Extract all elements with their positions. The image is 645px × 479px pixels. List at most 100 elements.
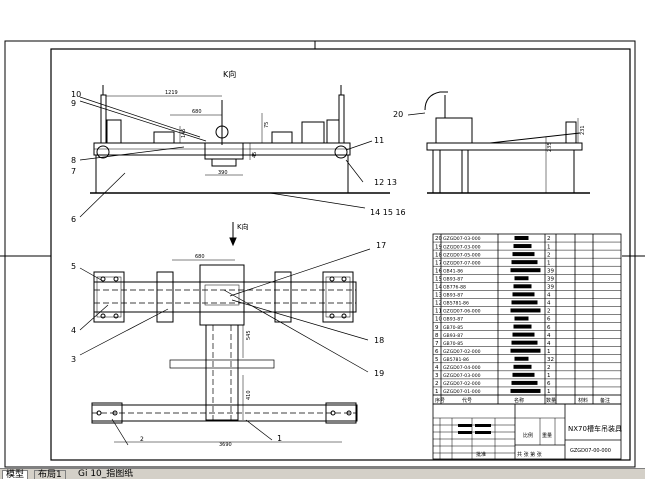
bom-cell-name-redacted — [510, 348, 541, 353]
paper-border — [4, 40, 636, 468]
bom-cell-qty: 4 — [547, 293, 551, 299]
dim-235: 235 — [547, 142, 553, 152]
view-label-k-plan: K向 — [237, 222, 249, 231]
bom-cell-qty: 4 — [547, 301, 551, 307]
bom-cell-qty: 32 — [547, 357, 554, 363]
balloon-5: 5 — [71, 262, 76, 271]
drawing-canvas[interactable]: 1219 680 145 75 45 390 231 235 680 3690 … — [0, 0, 645, 468]
dim-1219: 1219 — [165, 90, 178, 96]
bom-cell-qty: 6 — [547, 381, 551, 387]
balloon-8: 8 — [71, 156, 76, 165]
bom-cell-qty: 4 — [547, 333, 551, 339]
bom-header-material: 材料 — [578, 397, 588, 404]
bom-cell-no: 4 — [435, 365, 439, 371]
bom-cell-code: GB93-87 — [443, 276, 463, 282]
dim-75: 75 — [264, 122, 270, 128]
bom-cell-name-redacted — [512, 372, 535, 377]
dim-2: 2 — [140, 436, 144, 443]
bom-cell-qty: 2 — [547, 309, 551, 315]
bom-cell-no: 10 — [435, 317, 442, 323]
bom-cell-name-redacted — [511, 380, 538, 385]
bom-cell-code: GB41-86 — [443, 268, 463, 274]
bom-cell-code: GZGD07-03-000 — [443, 236, 481, 242]
bom-cell-qty: 2 — [547, 365, 551, 371]
bom-cell-name-redacted — [511, 340, 538, 345]
title-block-approve: 批准 — [476, 451, 486, 458]
bom-cell-name-redacted — [513, 284, 532, 289]
bom-cell-no: 5 — [435, 357, 439, 363]
dim-390: 390 — [218, 170, 228, 176]
bom-cell-name-redacted — [512, 292, 535, 297]
bom-cell-name-redacted — [512, 252, 535, 257]
bom-cell-qty: 1 — [547, 244, 551, 250]
front-view — [79, 85, 390, 218]
bom-cell-name-redacted — [513, 364, 532, 369]
bom-cell-no: 15 — [435, 276, 442, 282]
balloon-9: 9 — [71, 99, 76, 108]
bom-cell-qty: 2 — [547, 252, 551, 258]
bom-cell-no: 7 — [435, 341, 439, 347]
bom-header-no: 序号 — [435, 397, 445, 404]
balloon-18: 18 — [374, 336, 384, 345]
bom-cell-qty: 6 — [547, 325, 551, 331]
bom-cell-no: 6 — [435, 349, 439, 355]
bom-cell-no: 2 — [435, 381, 439, 387]
bom-cell-qty: 39 — [547, 268, 554, 274]
bom-cell-code: GB93-87 — [443, 333, 463, 339]
bom-cell-no: 9 — [435, 325, 439, 331]
bom-cell-qty: 2 — [547, 236, 551, 242]
tab-layout1[interactable]: 布局1 — [34, 470, 66, 479]
bom-cell-no: 16 — [435, 268, 442, 274]
view-label-k-top: K向 — [223, 69, 236, 79]
dim-231: 231 — [580, 125, 586, 135]
bom-cell-qty: 39 — [547, 285, 554, 291]
bom-cell-code: GZGD07-03-000 — [443, 373, 481, 379]
bom-cell-code: GB70-85 — [443, 325, 463, 331]
bom-cell-code: GB70-85 — [443, 341, 463, 347]
bom-cell-code: GZGD07-06-000 — [443, 309, 481, 315]
bom-cell-name-redacted — [513, 324, 532, 329]
drawing-frame — [50, 48, 631, 461]
dim-145: 145 — [181, 128, 187, 138]
bom-cell-name-redacted — [511, 260, 538, 265]
bom-cell-no: 13 — [435, 293, 442, 299]
bom-cell-name-redacted — [510, 388, 541, 393]
bom-cell-qty: 1 — [547, 260, 551, 266]
tab-model[interactable]: 模型 — [2, 470, 29, 479]
dim-410: 410 — [246, 390, 252, 400]
title-block-sheet: 共 张 第 张 — [517, 451, 542, 458]
tab-sheet[interactable]: Gi 10_指图纸 — [78, 469, 134, 479]
bom-cell-code: GB93-87 — [443, 317, 463, 323]
bom-cell-code: GZGD07-04-000 — [443, 365, 481, 371]
bom-cell-code: GZGD07-03-000 — [443, 244, 481, 250]
drawing-svg: 1219 680 145 75 45 390 231 235 680 3690 … — [0, 40, 645, 468]
title-redacted-3 — [458, 431, 472, 434]
dim-680-plan: 680 — [195, 254, 205, 260]
bom-cell-name-redacted — [513, 244, 532, 249]
bom-cell-name-redacted — [510, 308, 541, 313]
dim-545: 545 — [246, 330, 252, 340]
bom-cell-code: GZGD07-02-000 — [443, 349, 481, 355]
title-redacted-1 — [458, 424, 472, 427]
bom-cell-no: 14 — [435, 285, 442, 291]
bom-header-name: 名称 — [514, 397, 524, 404]
bom-cell-no: 3 — [435, 373, 439, 379]
bom-cell-name-redacted — [510, 268, 541, 273]
bom-cell-no: 12 — [435, 301, 442, 307]
bom-cell-code: GZGD07-01-000 — [443, 389, 481, 395]
bom-header-qty: 数量 — [546, 397, 556, 404]
dim-680-top: 680 — [192, 109, 202, 115]
bom-cell-no: 11 — [435, 309, 442, 315]
bom-cell-no: 17 — [435, 260, 442, 266]
balloon-17: 17 — [376, 241, 386, 250]
balloon-14-16: 14 15 16 — [370, 208, 406, 217]
bom-cell-code: GZGD07-07-000 — [443, 260, 481, 266]
dim-3690: 3690 — [219, 442, 232, 448]
bom-cell-no: 18 — [435, 252, 442, 258]
bom-cell-no: 8 — [435, 333, 439, 339]
title-block — [432, 403, 622, 460]
bom-cell-name-redacted — [512, 332, 535, 337]
balloon-7: 7 — [71, 167, 76, 176]
bom-cell-qty: 39 — [547, 276, 554, 282]
